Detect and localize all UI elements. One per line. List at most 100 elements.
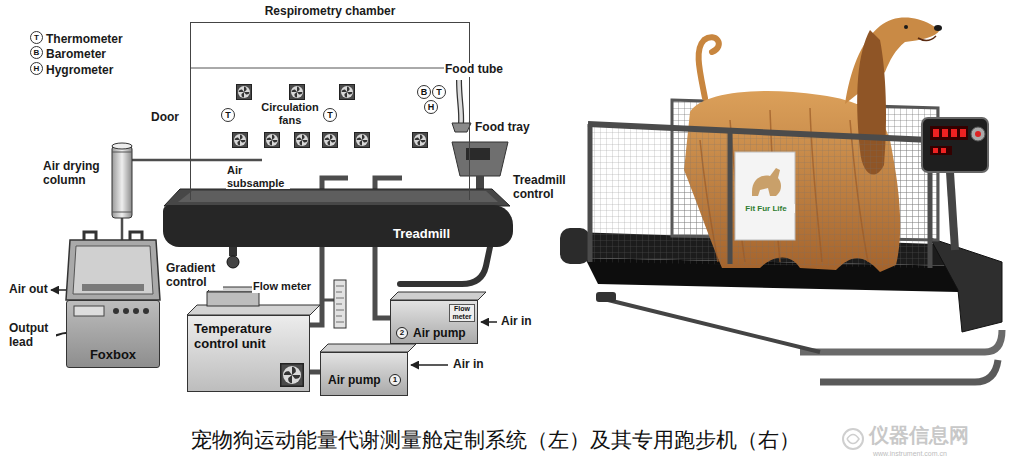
treadmill-drawing	[229, 246, 237, 256]
pump-housings	[207, 292, 259, 306]
dog-treadmill-photo	[699, 37, 719, 98]
dog-treadmill-photo	[588, 124, 930, 268]
treadmill-name: Treadmill	[393, 226, 450, 241]
drying-column	[112, 143, 132, 149]
pump-housings	[481, 321, 497, 323]
control-unit-box: Temperature control unit	[187, 315, 310, 392]
dog-treadmill-photo	[975, 131, 981, 137]
foxbox-lid	[84, 232, 142, 240]
drying-column	[112, 143, 132, 218]
dog-treadmill-photo	[596, 292, 616, 302]
chamber-interior	[459, 80, 461, 124]
dog-treadmill-photo	[560, 18, 1002, 383]
air-pump-box: Flow meter2Air pump	[390, 300, 478, 344]
control-panel	[68, 304, 158, 322]
drying-column	[112, 212, 132, 213]
pump-housings	[320, 344, 416, 352]
legend-symbol: T	[30, 31, 43, 44]
watermark-logo	[847, 435, 859, 444]
foxbox-case: Foxbox	[66, 300, 160, 368]
panel-knob	[113, 308, 119, 314]
flow-meter-tag: Flow meter	[449, 304, 475, 322]
pump-housings	[322, 299, 334, 302]
treadmill-drawing	[452, 142, 508, 176]
legend-row: Thermometer	[46, 30, 123, 47]
dog-treadmill-photo	[934, 25, 942, 31]
legend-symbol: H	[30, 62, 43, 75]
part-label: Treadmill control	[512, 174, 576, 202]
chamber-interior	[452, 123, 471, 132]
part-label: Air in	[452, 358, 485, 372]
dog-treadmill-photo	[800, 330, 1002, 352]
dog-treadmill-photo	[904, 25, 908, 29]
pump-housings	[336, 286, 344, 322]
dog-treadmill-photo	[971, 127, 985, 141]
dog-treadmill-photo	[922, 118, 988, 172]
sensor-letter: T	[324, 109, 336, 121]
dog-treadmill-photo	[752, 168, 781, 196]
dog-treadmill-photo	[820, 360, 998, 382]
thermometer-sensor: T	[221, 108, 235, 122]
legend-text: Barometer	[46, 47, 106, 61]
dog-treadmill-photo	[933, 148, 946, 153]
figure-caption: 宠物狗运动能量代谢测量舱定制系统（左）及其专用跑步机（右）	[0, 427, 990, 453]
dog-treadmill-photo	[930, 126, 968, 140]
watermark: 仪器信息网	[868, 424, 970, 447]
sensor-letter: H	[425, 101, 437, 113]
part-label: Circulation fans	[257, 101, 323, 126]
dog-treadmill-photo	[930, 238, 1002, 332]
foxbox-lid	[66, 240, 160, 300]
device-name: Foxbox	[67, 347, 159, 362]
unit-name: Temperature control unit	[194, 321, 294, 351]
chamber-interior	[265, 133, 280, 148]
panel-screen	[74, 306, 104, 316]
dog-treadmill-photo	[590, 124, 930, 268]
dog-treadmill-photo	[588, 124, 930, 140]
dog-treadmill-photo	[560, 228, 590, 264]
dog-treadmill-photo	[735, 152, 795, 240]
brand-logo-text: Fit Fur Life	[737, 204, 795, 213]
legend-row: Barometer	[46, 45, 106, 62]
treadmill-drawing	[178, 191, 498, 202]
chamber-interior	[295, 133, 310, 148]
treadmill-drawing	[400, 247, 490, 284]
fan-icon	[281, 364, 304, 387]
chamber-interior	[190, 68, 471, 200]
fan-icon	[280, 363, 304, 387]
part-label: Output lead	[8, 322, 56, 350]
sensor-letter: T	[222, 109, 234, 121]
part-label: Flow meter	[252, 280, 312, 293]
legend-text: Hygrometer	[46, 63, 113, 77]
watermark-logo	[843, 429, 863, 449]
panel-knob	[133, 308, 139, 314]
sensor-letter: T	[433, 86, 445, 98]
chamber-interior	[290, 85, 305, 100]
chamber-interior	[413, 133, 428, 148]
chamber-interior	[340, 85, 355, 100]
part-label: Air in	[500, 315, 533, 329]
panel-knob	[123, 308, 129, 314]
thermometer-sensor: T	[432, 85, 446, 99]
chamber-interior	[237, 85, 252, 100]
treadmill-drawing	[164, 189, 510, 206]
chamber-interior	[190, 68, 470, 69]
part-label: Gradient control	[165, 262, 223, 290]
panel-knob	[143, 308, 149, 314]
dog-treadmill-photo	[933, 129, 966, 137]
chamber-interior	[190, 159, 262, 162]
watermark-url: www.instrument.com.cn	[872, 450, 948, 458]
foxbox-lid	[82, 284, 144, 291]
part-label: Air drying column	[42, 160, 108, 188]
part-label: Food tube	[444, 63, 504, 77]
pump-number: 1	[389, 374, 401, 386]
drying-column	[112, 146, 132, 218]
thermometer-sensor: T	[323, 108, 337, 122]
foxbox-lid	[52, 333, 66, 336]
part-label: Food tray	[474, 121, 531, 135]
air-tube	[310, 370, 320, 375]
legend-text: Thermometer	[46, 32, 123, 46]
pump-housings	[411, 364, 448, 366]
